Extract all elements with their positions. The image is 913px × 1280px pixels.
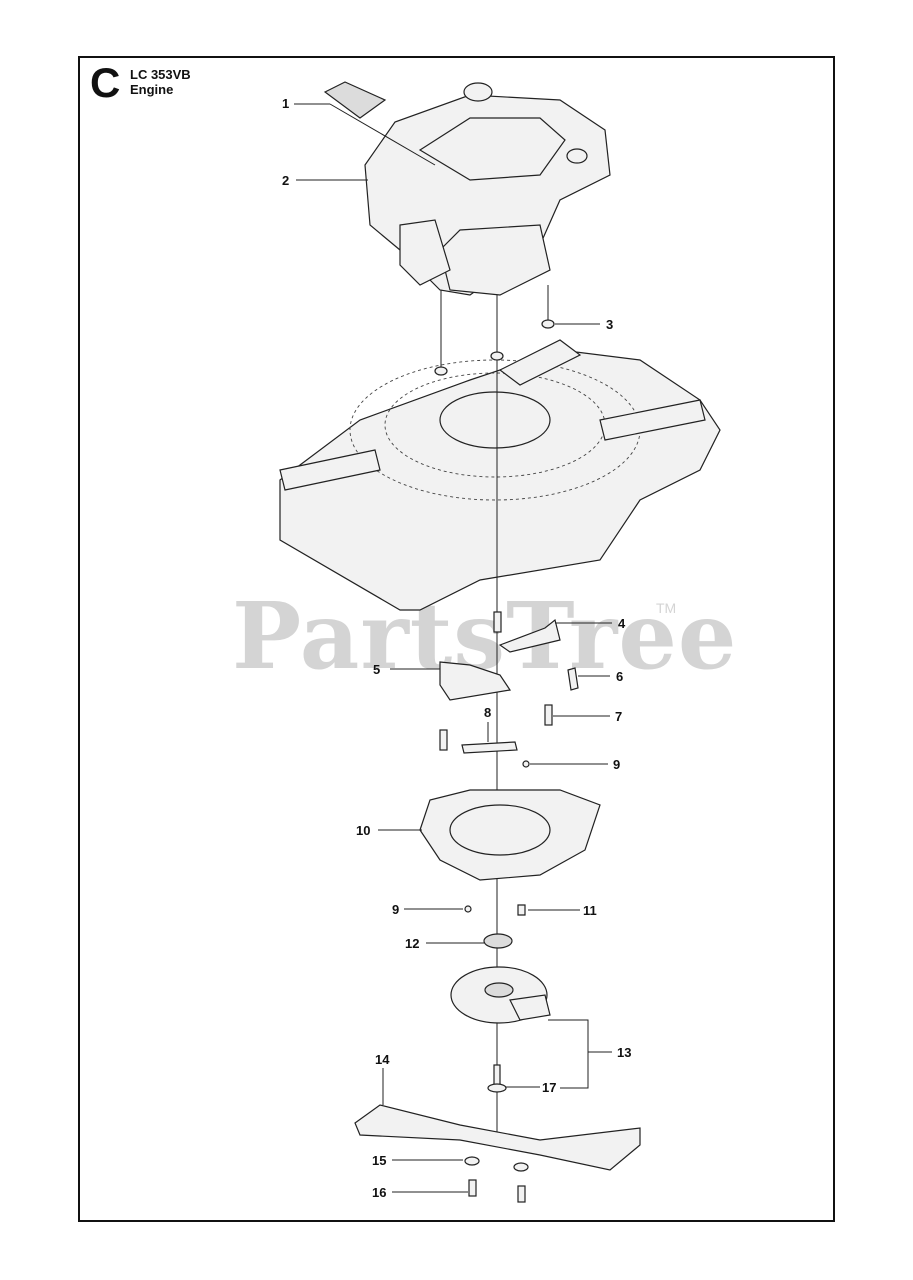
nut-9b — [464, 905, 472, 913]
deck-bracket-top — [498, 339, 582, 386]
engine-air-filter — [418, 117, 566, 181]
callout-16: 16 — [372, 1185, 386, 1200]
deck-opening — [439, 391, 551, 449]
washer-3c — [541, 319, 555, 329]
bolt-16a — [468, 1179, 477, 1197]
callout-9-upper: 9 — [613, 757, 620, 772]
blade-14 — [354, 1104, 641, 1171]
callout-13: 13 — [617, 1045, 631, 1060]
screw-17 — [493, 1064, 501, 1086]
bolt-16b — [517, 1185, 526, 1203]
engine-oil-cap — [463, 82, 493, 102]
nut-9a — [522, 760, 530, 768]
callout-11: 11 — [583, 903, 597, 918]
spring-8 — [461, 741, 518, 754]
diagram-title: Engine — [130, 82, 174, 97]
section-letter: C — [90, 59, 121, 106]
leader-1b — [329, 103, 436, 166]
callout-5: 5 — [373, 662, 380, 677]
engine-fuel-cap — [566, 148, 588, 164]
washer-17 — [487, 1083, 507, 1093]
key-11 — [517, 904, 526, 916]
blade-brake-lever — [509, 994, 551, 1021]
model-label: LC 353VB — [130, 67, 191, 82]
engine-assembly — [323, 81, 611, 296]
engine-recoil — [439, 224, 551, 296]
watermark-trademark: TM — [656, 600, 677, 616]
decal-part — [323, 81, 387, 119]
callout-9-lower: 9 — [392, 902, 399, 917]
callout-3: 3 — [606, 317, 613, 332]
deck-rail-right — [599, 399, 706, 441]
washer-15b — [513, 1162, 529, 1172]
deck-body — [279, 349, 721, 611]
callout-2: 2 — [282, 173, 289, 188]
leader-13-bracket — [548, 1019, 589, 1089]
watermark: PartsTree — [232, 582, 738, 690]
callout-17: 17 — [542, 1080, 556, 1095]
diagram-frame — [78, 56, 835, 1222]
washer-3a — [434, 366, 448, 376]
engine-bracket — [399, 219, 451, 286]
callout-1: 1 — [282, 96, 289, 111]
callout-12: 12 — [405, 936, 419, 951]
callout-14: 14 — [375, 1052, 390, 1067]
bolt-7 — [544, 704, 553, 726]
callout-8: 8 — [484, 705, 491, 720]
bearing-12 — [483, 933, 513, 949]
washer-15a — [464, 1156, 480, 1166]
washer-3b — [490, 351, 504, 361]
brake-arm — [498, 618, 561, 653]
brake-plate — [439, 661, 512, 701]
bolt-lower — [439, 729, 448, 751]
callout-6: 6 — [616, 669, 623, 684]
blade-housing-inner — [449, 804, 551, 856]
callout-15: 15 — [372, 1153, 386, 1168]
mower-deck — [279, 339, 721, 611]
deck-rail-left — [279, 449, 381, 491]
spring-6 — [567, 667, 579, 691]
blade-brake-hub — [484, 982, 514, 998]
callout-10: 10 — [356, 823, 370, 838]
bolt-upper — [493, 611, 502, 633]
callout-4: 4 — [618, 616, 626, 631]
callout-7: 7 — [615, 709, 622, 724]
